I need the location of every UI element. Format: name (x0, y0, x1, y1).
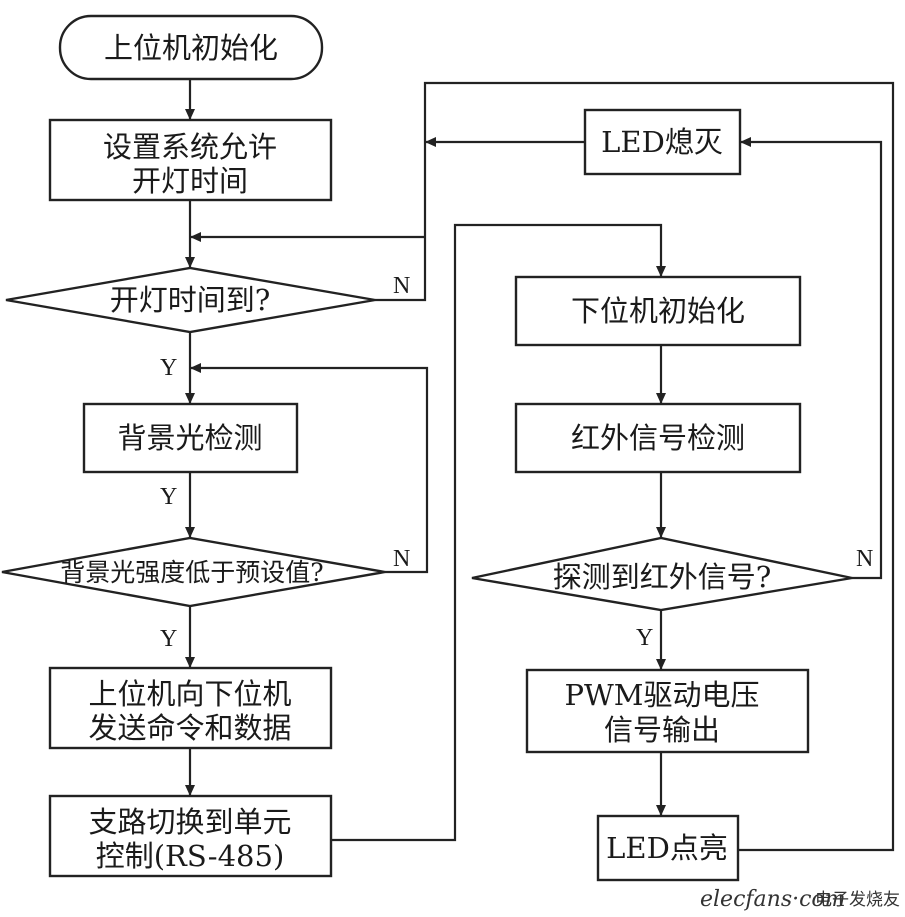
node-host-init: 上位机初始化 (58, 14, 324, 81)
node-set-time: 设置系统允许 开灯时间 (48, 118, 333, 202)
edge-labels: Y N Y Y N Y N (160, 273, 873, 652)
node-slave-init: 下位机初始化 (514, 275, 802, 347)
node-bg-check-label: 背景光强度低于预设值? (60, 558, 323, 587)
node-set-time-line-2: 开灯时间 (132, 164, 248, 198)
watermark: elecfans·com 电子发烧友 (700, 887, 900, 912)
node-switch-branch-line-2: 控制(RS-485) (96, 839, 285, 873)
node-ir-detect-label: 红外信号检测 (571, 421, 745, 455)
node-bg-check: 背景光强度低于预设值? (1, 536, 386, 608)
label-time-yes: Y (160, 355, 177, 381)
label-bg-detect-yes: Y (160, 484, 177, 510)
node-ir-check-label: 探测到红外信号? (553, 560, 772, 594)
edge-ir-check-no-to-led-off (740, 137, 883, 580)
label-ir-yes: Y (636, 625, 653, 651)
node-host-init-label: 上位机初始化 (104, 31, 278, 65)
edge-switch-to-slave-init (330, 223, 666, 842)
node-ir-check: 探测到红外信号? (471, 536, 853, 612)
edges (185, 79, 895, 852)
node-pwm-out: PWM驱动电压 信号输出 (525, 668, 810, 754)
label-bg-no: N (393, 546, 410, 572)
node-time-check-label: 开灯时间到? (110, 283, 271, 317)
node-led-on: LED点亮 (596, 814, 740, 882)
node-send-cmd-line-2: 发送命令和数据 (88, 711, 291, 745)
node-bg-detect: 背景光检测 (82, 402, 299, 474)
label-bg-yes: Y (160, 626, 177, 652)
node-send-cmd-line-1: 上位机向下位机 (88, 677, 291, 711)
node-led-off: LED熄灭 (583, 108, 742, 176)
label-ir-no: N (856, 546, 873, 572)
node-time-check: 开灯时间到? (5, 266, 376, 334)
node-send-cmd: 上位机向下位机 发送命令和数据 (48, 666, 333, 750)
node-ir-detect: 红外信号检测 (514, 402, 802, 474)
node-slave-init-label: 下位机初始化 (571, 294, 745, 328)
node-led-on-label: LED点亮 (606, 831, 728, 865)
node-switch-branch: 支路切换到单元 控制(RS-485) (48, 794, 333, 878)
node-bg-detect-label: 背景光检测 (117, 421, 262, 455)
node-set-time-line-1: 设置系统允许 (103, 130, 277, 164)
edge-time-check-no-loop (375, 237, 427, 302)
node-switch-branch-line-1: 支路切换到单元 (88, 805, 291, 839)
edge-bg-check-no-loop (190, 363, 429, 574)
watermark-brand: 电子发烧友 (815, 890, 900, 910)
node-led-off-label: LED熄灭 (601, 125, 723, 159)
edge-top-loop (423, 81, 895, 852)
node-pwm-out-line-2: 信号输出 (604, 713, 720, 747)
node-pwm-out-line-1: PWM驱动电压 (564, 678, 759, 712)
watermark-site: elecfans·com (700, 887, 846, 912)
label-time-no: N (393, 273, 410, 299)
